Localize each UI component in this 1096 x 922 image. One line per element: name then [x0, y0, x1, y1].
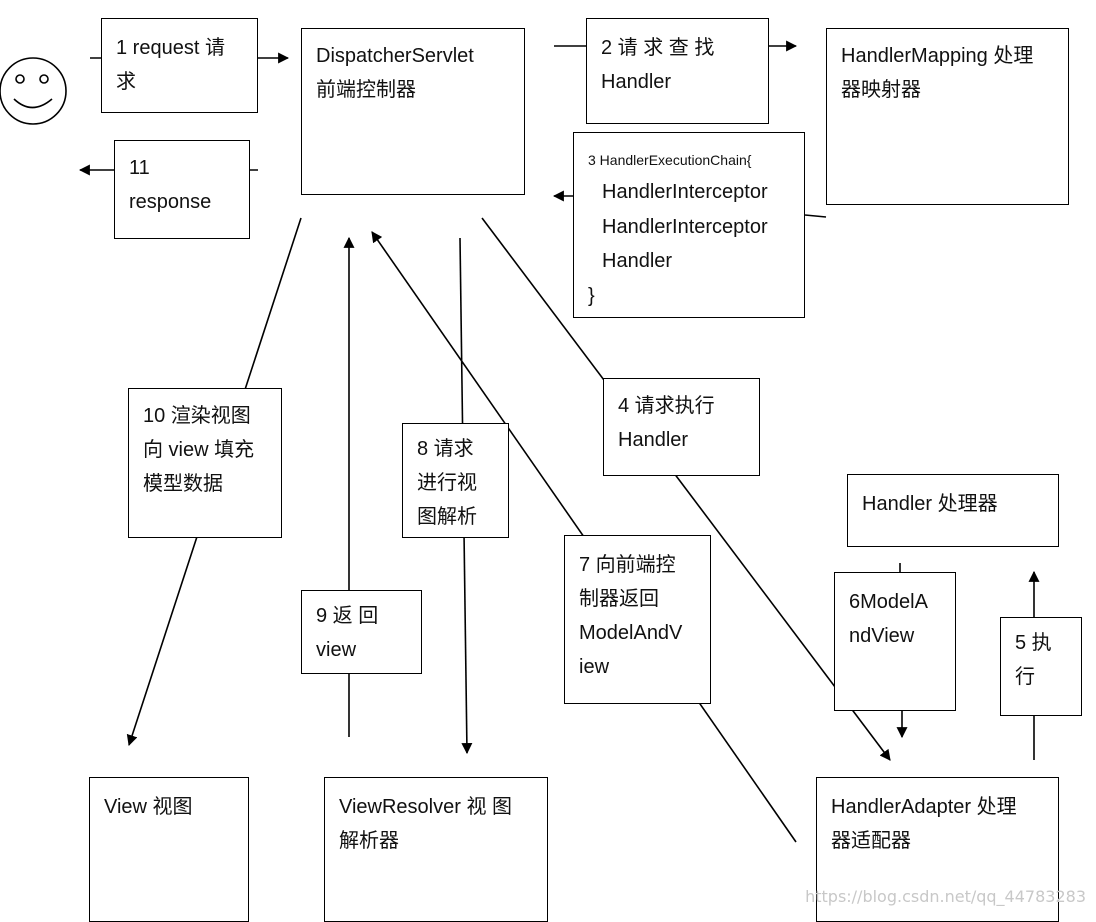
step-8-resolve-view-box: 8 请求 进行视 图解析: [402, 423, 509, 538]
step-10-render-view-box: 10 渲染视图 向 view 填充 模型数据: [128, 388, 282, 538]
view-box: View 视图: [89, 777, 249, 922]
arrow-execute-handler: [481, 217, 891, 761]
step-5-text: 5 执: [1015, 632, 1052, 654]
step-6-text: 6ModelA: [849, 591, 928, 613]
step-10-text: 10 渲染视图: [143, 405, 251, 427]
step-4-text: 4 请求执行: [618, 395, 715, 417]
step-8-text-3: 图解析: [417, 506, 477, 528]
user-smiley-icon: [0, 57, 67, 125]
step-4-execute-handler-box: 4 请求执行 Handler: [603, 378, 760, 476]
step-7-text-2: 制器返回: [579, 588, 659, 610]
step-2-text-2: Handler: [601, 71, 672, 93]
watermark: https://blog.csdn.net/qq_44783283: [805, 887, 1086, 906]
step-9-text: 9 返 回: [316, 605, 379, 627]
view-resolver-sublabel: 解析器: [339, 830, 399, 852]
step-7-text: 7 向前端控: [579, 554, 676, 576]
step-3-handler: Handler: [602, 250, 673, 272]
step-3-execution-chain-box: 3 HandlerExecutionChain{ HandlerIntercep…: [573, 132, 805, 318]
step-6-model-and-view-box: 6ModelA ndView: [834, 572, 956, 711]
step-1-request-box: 1 request 请 求: [101, 18, 258, 113]
step-9-text-2: view: [316, 639, 357, 661]
step-3-interceptor-1: HandlerInterceptor: [602, 181, 768, 203]
step-11-text: 11: [129, 157, 150, 179]
step-11-response-box: 11 response: [114, 140, 250, 239]
step-1-text: 1 request 请: [116, 37, 225, 59]
handler-label: Handler 处理器: [862, 493, 998, 515]
step-5-execute-box: 5 执 行: [1000, 617, 1082, 716]
step-7-return-mav-box: 7 向前端控 制器返回 ModelAndV iew: [564, 535, 711, 704]
step-3-title: 3 HandlerExecutionChain{: [588, 152, 752, 168]
step-3-close: }: [588, 284, 595, 307]
step-1-text-2: 求: [116, 71, 136, 93]
step-9-return-view-box: 9 返 回 view: [301, 590, 422, 674]
handler-mapping-sublabel: 器映射器: [841, 79, 921, 101]
step-3-interceptor-2: HandlerInterceptor: [602, 215, 768, 238]
step-8-text-2: 进行视: [417, 472, 477, 494]
handler-mapping-label: HandlerMapping 处理: [841, 45, 1034, 67]
view-resolver-box: ViewResolver 视 图 解析器: [324, 777, 548, 922]
handler-box: Handler 处理器: [847, 474, 1059, 547]
view-resolver-label: ViewResolver 视 图: [339, 796, 513, 818]
handler-mapping-box: HandlerMapping 处理 器映射器: [826, 28, 1069, 205]
dispatcher-servlet-box: DispatcherServlet 前端控制器: [301, 28, 525, 195]
step-11-text-2: response: [129, 191, 212, 213]
step-4-text-2: Handler: [618, 429, 689, 451]
handler-adapter-sublabel: 器适配器: [831, 830, 911, 852]
step-7-text-3: ModelAndV: [579, 622, 683, 644]
step-6-text-2: ndView: [849, 625, 915, 647]
arrow-execution-chain: [804, 214, 827, 218]
step-2-find-handler-box: 2 请 求 查 找 Handler: [586, 18, 769, 124]
step-8-text: 8 请求: [417, 438, 474, 460]
step-2-text: 2 请 求 查 找: [601, 37, 715, 59]
view-label: View 视图: [104, 796, 193, 818]
dispatcher-label: DispatcherServlet: [316, 45, 474, 67]
handler-adapter-label: HandlerAdapter 处理: [831, 796, 1017, 818]
dispatcher-sublabel: 前端控制器: [316, 79, 416, 101]
step-7-text-4: iew: [579, 656, 610, 678]
step-10-text-3: 模型数据: [143, 473, 223, 495]
step-5-text-2: 行: [1015, 666, 1035, 688]
handler-adapter-box: HandlerAdapter 处理 器适配器: [816, 777, 1059, 922]
step-10-text-2: 向 view 填充: [143, 439, 255, 461]
